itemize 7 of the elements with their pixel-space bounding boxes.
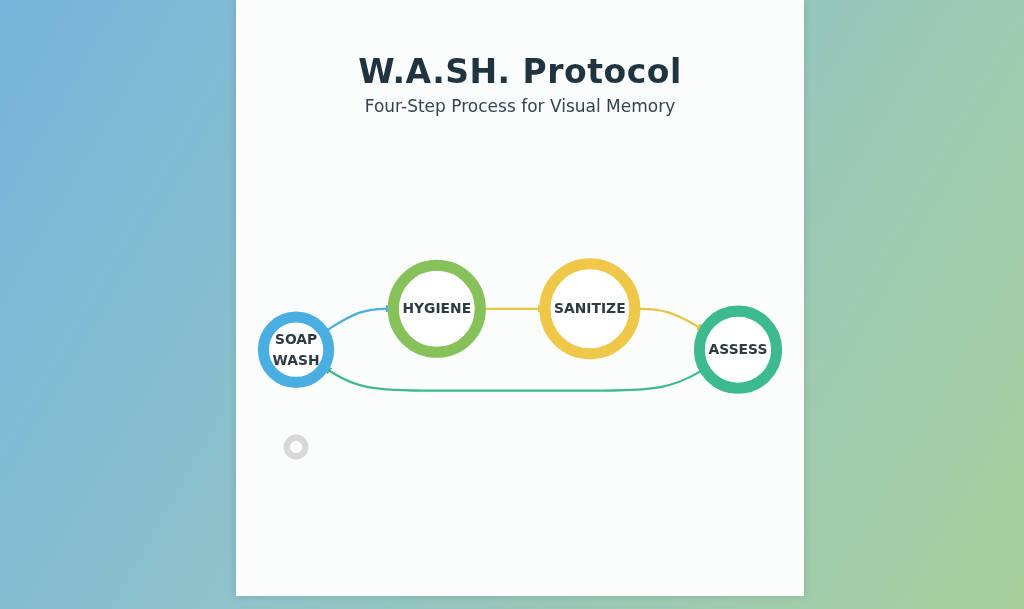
node-circle: HYGIENE bbox=[387, 259, 486, 358]
diagram-title: W.A.SH. Protocol bbox=[357, 52, 683, 91]
node-circle: SOAP WASH bbox=[257, 311, 335, 388]
diagram-subtitle: Four-Step Process for Visual Memory bbox=[363, 96, 677, 116]
node-circle: SANITIZE bbox=[539, 258, 641, 360]
node-circle bbox=[283, 434, 309, 460]
node-circle: ASSESS bbox=[693, 305, 783, 394]
